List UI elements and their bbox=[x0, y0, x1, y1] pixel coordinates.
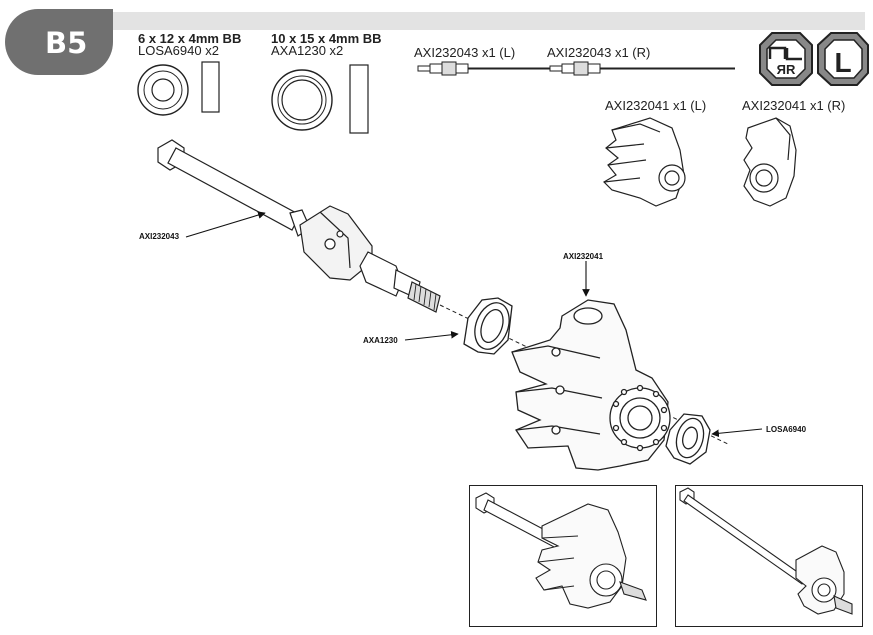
leader-axle bbox=[185, 211, 266, 238]
bearing-small-part: LOSA6940 x2 bbox=[138, 43, 219, 58]
left-right-icon: ЯR bbox=[759, 32, 813, 86]
main-bearing-large bbox=[463, 297, 513, 355]
bearing-large-icon bbox=[271, 64, 369, 134]
inset-right-drawing bbox=[679, 487, 853, 615]
left-side-icon: L bbox=[817, 32, 869, 86]
bearing-large-size: 10 x 15 x 4mm BB bbox=[271, 31, 382, 46]
axle-right-icon bbox=[549, 61, 735, 76]
bearing-large-part: AXA1230 x2 bbox=[271, 43, 344, 58]
axle-left-part: AXI232043 x1 (L) bbox=[414, 45, 516, 60]
step-badge: B5 bbox=[5, 9, 113, 75]
callout-knuckle: AXI232041 bbox=[563, 252, 604, 261]
axle-left-icon bbox=[417, 61, 600, 76]
svg-text:L: L bbox=[834, 47, 851, 78]
knuckle-right-part: AXI232041 x1 (R) bbox=[742, 98, 846, 113]
axle-right-part: AXI232043 x1 (R) bbox=[547, 45, 651, 60]
main-axle bbox=[157, 139, 441, 313]
callout-bearing-small: LOSA6940 bbox=[766, 425, 807, 434]
leader-bearing-large bbox=[404, 330, 459, 341]
main-knuckle bbox=[511, 299, 671, 471]
header-bar bbox=[95, 12, 865, 30]
knuckle-left-part: AXI232041 x1 (L) bbox=[605, 98, 707, 113]
callout-axle: AXI232043 bbox=[139, 232, 180, 241]
knuckle-left-icon bbox=[603, 117, 686, 207]
bearing-small-icon bbox=[137, 61, 220, 116]
inset-assembled-right bbox=[675, 485, 863, 627]
bearing-small-size: 6 x 12 x 4mm BB bbox=[138, 31, 242, 46]
callout-bearing-large: AXA1230 bbox=[363, 336, 398, 345]
main-bearing-small bbox=[665, 413, 711, 465]
svg-text:ЯR: ЯR bbox=[777, 62, 796, 77]
inset-left-drawing bbox=[475, 492, 647, 609]
step-label: B5 bbox=[45, 26, 88, 60]
knuckle-right-icon bbox=[743, 117, 797, 207]
inset-assembled-left bbox=[469, 485, 657, 627]
leader-bearing-small bbox=[711, 428, 763, 438]
